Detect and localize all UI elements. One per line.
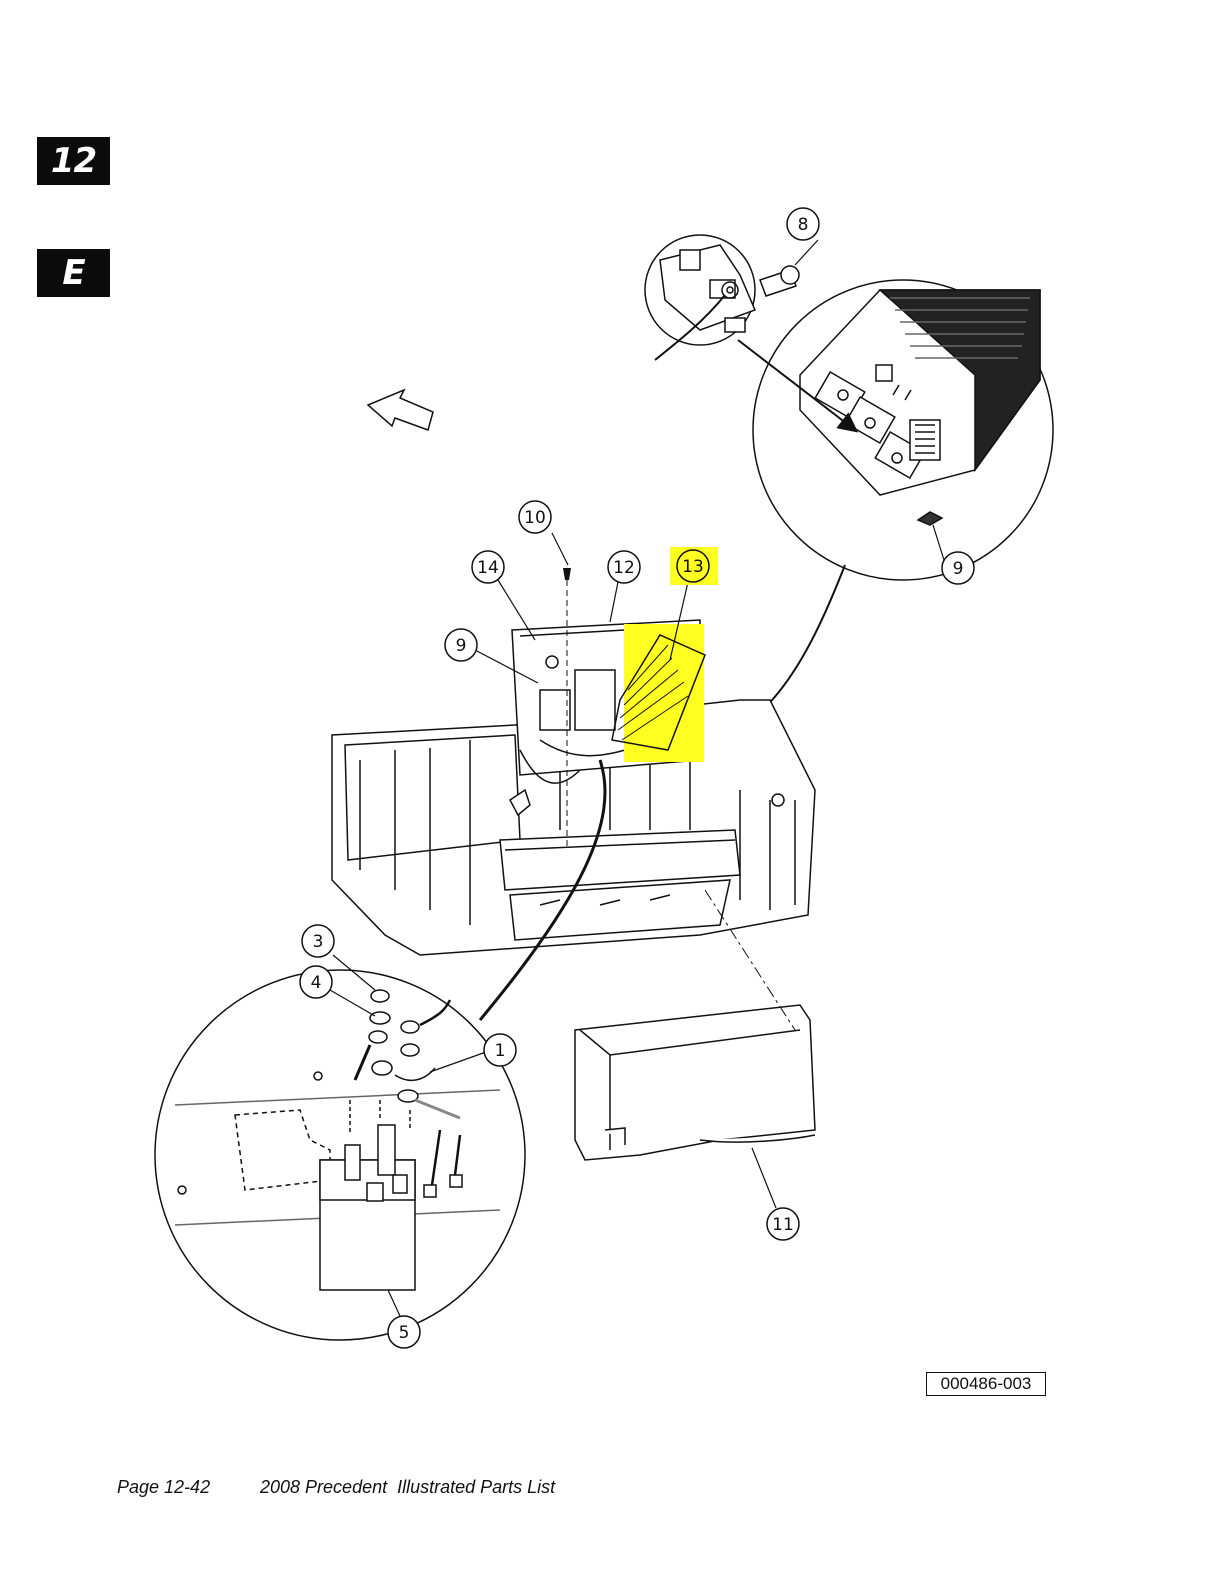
figure-id: 000486-003 <box>926 1372 1046 1396</box>
callout-leaders <box>329 239 945 1317</box>
callouts: 1 3 4 5 8 9 9 10 11 12 13 14 <box>299 207 975 1349</box>
footer-page-number: Page 12-42 <box>117 1477 211 1497</box>
callout-11: 11 <box>766 1207 800 1241</box>
svg-text:5: 5 <box>399 1323 410 1343</box>
callout-5: 5 <box>387 1315 421 1349</box>
callout-1: 1 <box>483 1033 517 1067</box>
terminal-detail-circle <box>644 234 800 361</box>
cover-centerline <box>704 889 796 1031</box>
callout-8: 8 <box>786 207 820 241</box>
callout-10: 10 <box>518 500 552 534</box>
callout-14: 14 <box>471 550 505 584</box>
battery-tray <box>331 699 816 956</box>
callout-9-lower: 9 <box>444 628 478 662</box>
svg-text:3: 3 <box>313 932 324 952</box>
callout-12: 12 <box>607 550 641 584</box>
svg-text:12: 12 <box>613 558 635 578</box>
svg-text:13: 13 <box>682 557 704 577</box>
controller-detail-circle <box>752 279 1054 581</box>
svg-text:8: 8 <box>798 215 809 235</box>
section-tab: E <box>37 249 110 297</box>
direction-arrow <box>366 388 434 431</box>
screw-icon <box>563 568 571 580</box>
chapter-tab: 12 <box>37 137 110 185</box>
controller-highlight <box>611 624 706 762</box>
svg-text:4: 4 <box>311 973 322 993</box>
callout-4: 4 <box>299 965 333 999</box>
svg-text:11: 11 <box>772 1215 794 1235</box>
main-cable <box>478 759 607 1021</box>
svg-text:14: 14 <box>477 558 499 578</box>
callout-13: 13 <box>670 547 718 585</box>
svg-text:10: 10 <box>524 508 546 528</box>
detail-leader-arrow <box>737 339 859 433</box>
callout-9-upper: 9 <box>941 551 975 585</box>
solenoid-detail-circle <box>154 969 526 1341</box>
svg-text:1: 1 <box>495 1041 506 1061</box>
svg-text:9: 9 <box>953 559 964 579</box>
footer-title: 2008 Precedent Illustrated Parts List <box>260 1477 556 1497</box>
svg-text:9: 9 <box>456 636 467 656</box>
callout-3: 3 <box>301 924 335 958</box>
cover-shield <box>574 1004 816 1161</box>
